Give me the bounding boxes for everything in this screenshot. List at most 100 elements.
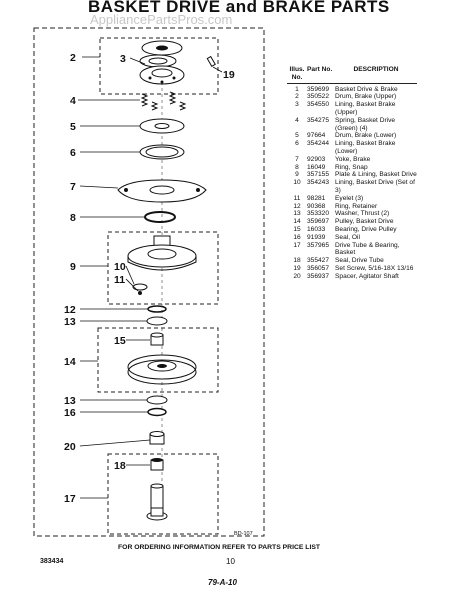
part-springs bbox=[140, 91, 187, 111]
group-box-brake-top bbox=[99, 37, 219, 95]
row-illus-no: 12 bbox=[293, 202, 301, 210]
row-description: Yoke, Brake bbox=[335, 155, 371, 163]
callout-12: 12 bbox=[64, 304, 76, 316]
part-retainer-ring bbox=[147, 305, 167, 313]
date-code: 79-A-10 bbox=[208, 578, 237, 587]
row-illus-no: 5 bbox=[295, 132, 299, 140]
part-brake-yoke bbox=[117, 179, 207, 203]
row-part-no: 357965 bbox=[307, 241, 330, 249]
part-drive-pulley-bearing bbox=[150, 332, 164, 346]
row-description: Basket Drive & Brake bbox=[335, 85, 398, 93]
row-description: Spacer, Agitator Shaft bbox=[335, 272, 399, 280]
row-part-no: 90368 bbox=[307, 202, 326, 210]
row-description: Bearing, Drive Pulley bbox=[335, 225, 397, 233]
callout-4: 4 bbox=[70, 95, 76, 107]
row-illus-no: 11 bbox=[293, 194, 301, 202]
part-drive-tube-seal bbox=[150, 458, 164, 471]
row-part-no: 357155 bbox=[307, 171, 330, 179]
row-illus-no: 3 bbox=[295, 101, 299, 109]
part-basket-drive-hub bbox=[139, 65, 185, 85]
part-drive-lining-eyelet bbox=[132, 283, 148, 295]
callout-13-lower: 13 bbox=[64, 395, 76, 407]
part-thrust-washer-upper bbox=[146, 316, 168, 326]
parts-table-header: Illus. No. Part No. DESCRIPTION bbox=[287, 66, 417, 84]
page-number: 10 bbox=[226, 557, 235, 566]
table-row: 15 16033 Bearing, Drive Pulley bbox=[287, 226, 417, 234]
callout-18: 18 bbox=[114, 460, 126, 472]
row-part-no: 91939 bbox=[307, 233, 326, 241]
watermark: AppliancePartsPros.com bbox=[90, 12, 233, 27]
part-agitator-spacer bbox=[149, 431, 165, 445]
ordering-info: FOR ORDERING INFORMATION REFER TO PARTS … bbox=[118, 544, 321, 551]
row-description: Lining, Basket Brake (Lower) bbox=[335, 140, 396, 155]
row-part-no: 356937 bbox=[307, 272, 330, 280]
row-part-no: 16033 bbox=[307, 225, 326, 233]
table-row: 12 90368 Ring, Retainer bbox=[287, 203, 417, 211]
row-illus-no: 4 bbox=[295, 116, 299, 124]
row-description: Seal, Drive Tube bbox=[335, 257, 384, 265]
callout-16: 16 bbox=[64, 407, 76, 419]
callout-7: 7 bbox=[70, 181, 76, 193]
part-snap-ring bbox=[144, 211, 176, 223]
part-drive-tube bbox=[146, 483, 168, 521]
part-thrust-washer-lower bbox=[146, 395, 168, 405]
row-illus-no: 15 bbox=[293, 225, 301, 233]
callout-6: 6 bbox=[70, 147, 76, 159]
header-illus-no: Illus. No. bbox=[289, 66, 305, 81]
row-description: Ring, Snap bbox=[335, 163, 368, 171]
row-description: Spring, Basket Drive (Green) (4) bbox=[335, 116, 396, 132]
row-description: Ring, Retainer bbox=[335, 202, 378, 210]
callout-9: 9 bbox=[70, 261, 76, 273]
row-description: Lining, Basket Brake (Upper) bbox=[335, 101, 396, 116]
row-part-no: 359699 bbox=[307, 85, 330, 93]
row-part-no: 353320 bbox=[307, 210, 330, 218]
row-description: Drum, Brake (Upper) bbox=[335, 93, 397, 101]
part-upper-lining bbox=[139, 54, 177, 68]
table-row: 17 357965 Drive Tube & Bearing, Basket bbox=[287, 242, 417, 258]
row-description: Set Screw, 5/16-18X 13/16 bbox=[335, 264, 414, 272]
row-part-no: 98281 bbox=[307, 194, 326, 202]
row-illus-no: 17 bbox=[293, 241, 301, 249]
part-upper-brake-drum bbox=[141, 40, 183, 56]
row-description: Seal, Oil bbox=[335, 233, 360, 241]
part-plate-and-lining bbox=[127, 235, 197, 271]
table-row: 16 91939 Seal, Oil bbox=[287, 234, 417, 242]
callout-8: 8 bbox=[70, 212, 76, 224]
row-illus-no: 13 bbox=[293, 210, 301, 218]
callout-15: 15 bbox=[114, 335, 126, 347]
row-illus-no: 16 bbox=[293, 233, 301, 241]
row-illus-no: 10 bbox=[293, 179, 301, 187]
row-description: Pulley, Basket Drive bbox=[335, 218, 394, 226]
callout-10: 10 bbox=[114, 261, 126, 273]
row-part-no: 92903 bbox=[307, 155, 326, 163]
row-illus-no: 6 bbox=[295, 140, 299, 148]
part-lower-lining bbox=[139, 144, 185, 160]
row-description: Drive Tube & Bearing, Basket bbox=[335, 241, 400, 257]
part-set-screw bbox=[206, 55, 216, 68]
row-illus-no: 1 bbox=[295, 85, 299, 93]
row-part-no: 354243 bbox=[307, 179, 330, 187]
row-description: Drum, Brake (Lower) bbox=[335, 132, 397, 140]
table-row: 1 359699 Basket Drive & Brake bbox=[287, 86, 417, 94]
document-number: 383434 bbox=[40, 558, 64, 565]
row-part-no: 355427 bbox=[307, 257, 330, 265]
row-part-no: 354550 bbox=[307, 101, 330, 109]
table-row: 4 354275 Spring, Basket Drive (Green) (4) bbox=[287, 117, 417, 133]
header-description: DESCRIPTION bbox=[353, 66, 399, 73]
leader-lines bbox=[78, 56, 223, 499]
row-part-no: 354275 bbox=[307, 116, 330, 124]
